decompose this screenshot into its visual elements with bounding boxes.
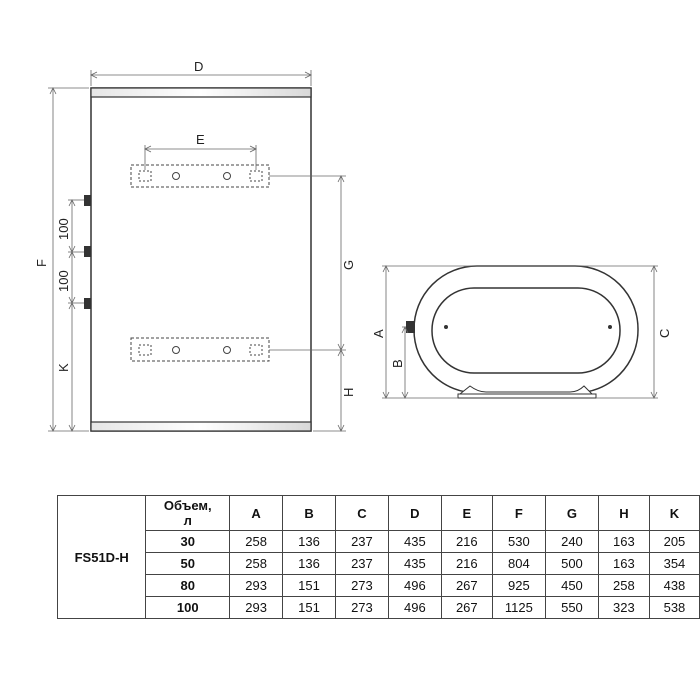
value-cell: 205 bbox=[648, 530, 700, 553]
tank-side-inner bbox=[431, 287, 621, 374]
lower-mounting-bracket bbox=[130, 337, 270, 362]
value-cell: 323 bbox=[597, 596, 650, 619]
label-f: F bbox=[34, 259, 49, 267]
value-cell: 216 bbox=[440, 530, 493, 553]
value-cell: 500 bbox=[544, 552, 599, 575]
label-a: A bbox=[371, 329, 386, 338]
tank-body bbox=[90, 87, 312, 432]
value-cell: 258 bbox=[229, 530, 284, 553]
label-k: K bbox=[56, 363, 71, 372]
value-cell: 163 bbox=[597, 552, 650, 575]
header-cell: D bbox=[387, 495, 442, 531]
value-cell: 293 bbox=[229, 574, 284, 597]
value-cell: 151 bbox=[282, 574, 336, 597]
header-cell: G bbox=[544, 495, 599, 531]
value-cell: 237 bbox=[334, 552, 389, 575]
front-view: D E F bbox=[34, 59, 356, 432]
upper-mounting-bracket bbox=[130, 164, 270, 188]
value-cell: 1125 bbox=[491, 596, 546, 619]
side-view: A B C bbox=[371, 265, 672, 399]
value-cell: 136 bbox=[282, 552, 336, 575]
value-cell: 804 bbox=[491, 552, 546, 575]
volume-cell: 30 bbox=[145, 530, 231, 553]
side-stand bbox=[458, 385, 594, 395]
value-cell: 925 bbox=[491, 574, 546, 597]
value-cell: 240 bbox=[544, 530, 599, 553]
value-cell: 438 bbox=[648, 574, 700, 597]
water-pipes bbox=[84, 195, 91, 309]
dimension-g-h bbox=[269, 175, 346, 432]
value-cell: 550 bbox=[544, 596, 599, 619]
volume-cell: 50 bbox=[145, 552, 231, 575]
value-cell: 450 bbox=[544, 574, 599, 597]
value-cell: 354 bbox=[648, 552, 700, 575]
dimension-d bbox=[90, 70, 312, 86]
value-cell: 435 bbox=[387, 530, 442, 553]
value-cell: 258 bbox=[229, 552, 284, 575]
tank-bottom-cap bbox=[90, 421, 312, 432]
value-cell: 267 bbox=[440, 574, 493, 597]
label-pipe-spacing-bottom: 100 bbox=[56, 270, 71, 292]
value-cell: 538 bbox=[648, 596, 700, 619]
side-pipe bbox=[406, 321, 415, 333]
value-cell: 163 bbox=[597, 530, 650, 553]
volume-cell: 100 bbox=[145, 596, 231, 619]
value-cell: 293 bbox=[229, 596, 284, 619]
value-cell: 151 bbox=[282, 596, 336, 619]
technical-drawing: D E F bbox=[34, 59, 672, 432]
header-cell: A bbox=[229, 495, 284, 531]
value-cell: 258 bbox=[597, 574, 650, 597]
header-cell: Объем, л bbox=[145, 495, 231, 531]
dimension-pipe-spacing bbox=[68, 199, 84, 432]
tank-top-cap bbox=[90, 87, 312, 98]
value-cell: 273 bbox=[334, 596, 389, 619]
value-cell: 530 bbox=[491, 530, 546, 553]
value-cell: 216 bbox=[440, 552, 493, 575]
volume-cell: 80 bbox=[145, 574, 231, 597]
header-cell: F bbox=[491, 495, 546, 531]
value-cell: 136 bbox=[282, 530, 336, 553]
value-cell: 435 bbox=[387, 552, 442, 575]
value-cell: 237 bbox=[334, 530, 389, 553]
model-name-cell: FS51D-H bbox=[56, 495, 147, 619]
dimension-a-b bbox=[382, 265, 520, 399]
label-pipe-spacing-top: 100 bbox=[56, 218, 71, 240]
label-g: G bbox=[341, 260, 356, 270]
value-cell: 496 bbox=[387, 596, 442, 619]
header-cell: C bbox=[334, 495, 389, 531]
dimension-f bbox=[48, 87, 89, 432]
label-b: B bbox=[390, 359, 405, 368]
header-cell: E bbox=[440, 495, 493, 531]
label-c: C bbox=[657, 329, 672, 338]
label-h: H bbox=[341, 388, 356, 397]
header-cell: K bbox=[648, 495, 700, 531]
value-cell: 273 bbox=[334, 574, 389, 597]
header-cell: H bbox=[597, 495, 650, 531]
header-cell: B bbox=[282, 495, 336, 531]
dimension-c bbox=[520, 265, 658, 399]
label-e: E bbox=[196, 132, 205, 147]
value-cell: 496 bbox=[387, 574, 442, 597]
dimension-e bbox=[144, 145, 257, 170]
label-d: D bbox=[194, 59, 203, 74]
value-cell: 267 bbox=[440, 596, 493, 619]
